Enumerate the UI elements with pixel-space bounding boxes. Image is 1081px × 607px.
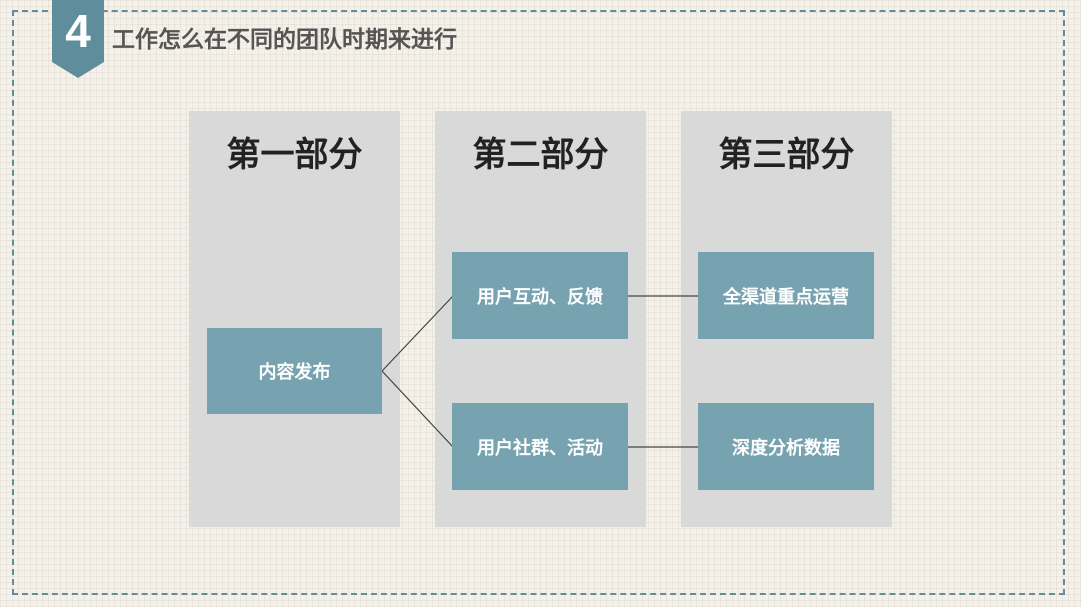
badge-ribbon-icon — [52, 0, 104, 78]
dashed-frame — [12, 10, 1065, 595]
column-header-2: 第二部分 — [472, 135, 609, 175]
section-number: 4 — [65, 5, 91, 57]
page-title: 工作怎么在不同的团队时期来进行 — [112, 27, 457, 53]
column-header-1: 第一部分 — [226, 135, 363, 175]
node-user-community: 用户社群、活动 — [452, 403, 628, 490]
column-part-1: 第一部分 — [189, 111, 400, 527]
node-data-analysis: 深度分析数据 — [698, 403, 874, 490]
node-user-interaction: 用户互动、反馈 — [452, 252, 628, 339]
node-omnichannel-ops: 全渠道重点运营 — [698, 252, 874, 339]
node-content-publish: 内容发布 — [207, 328, 382, 414]
section-badge: 4 — [52, 0, 104, 80]
column-header-3: 第三部分 — [718, 135, 855, 175]
